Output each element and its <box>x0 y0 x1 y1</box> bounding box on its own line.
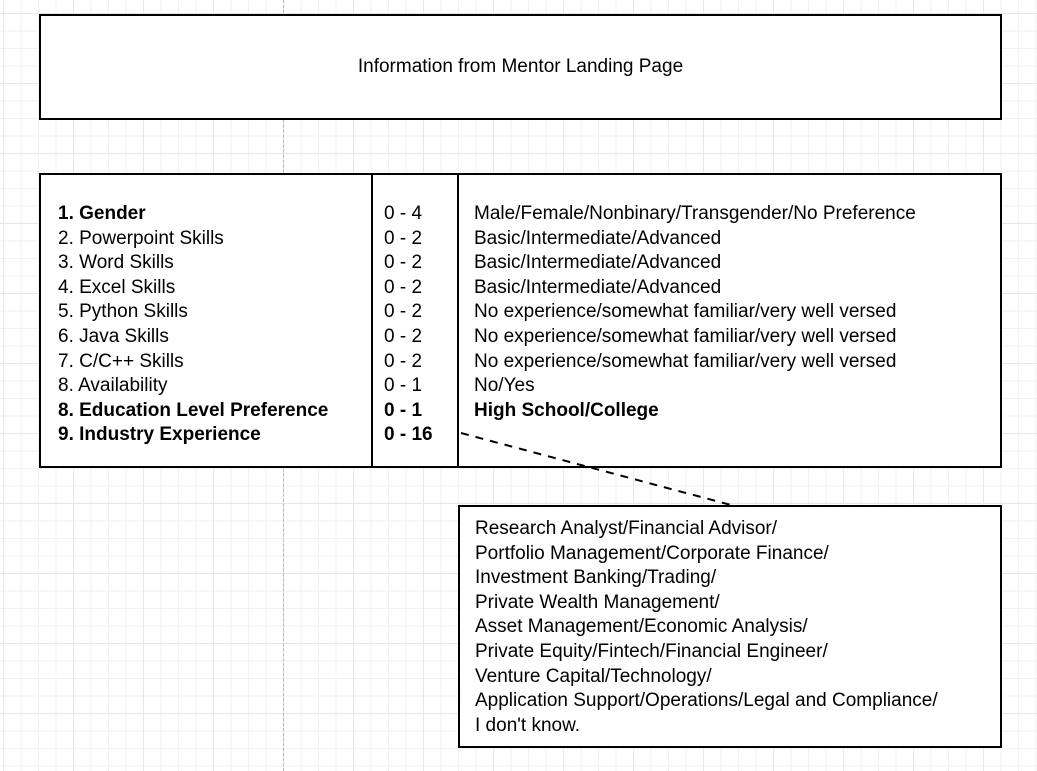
options-value: No experience/somewhat familiar/very wel… <box>474 325 897 347</box>
options-value <box>474 423 1000 448</box>
industry-option-line: Research Analyst/Financial Advisor/ <box>475 518 778 539</box>
range-value: 0 - 2 <box>384 350 423 372</box>
title-text: Information from Mentor Landing Page <box>357 56 684 77</box>
range-column: 0 - 4 0 - 2 0 - 2 0 - 2 0 - 2 0 - 2 0 - … <box>371 175 457 466</box>
industry-option-line: Investment Banking/Trading/ <box>475 567 717 589</box>
options-value: Male/Female/Nonbinary/Transgender/No Pre… <box>474 203 916 224</box>
attribute-label: 6. Java Skills <box>58 325 169 347</box>
attribute-label: 9. Industry Experience <box>58 424 261 446</box>
options-value: Basic/Intermediate/Advanced <box>474 252 722 274</box>
range-value: 0 - 2 <box>384 325 423 347</box>
industry-option-line: Asset Management/Economic Analysis/ <box>475 616 808 638</box>
options-value: No experience/somewhat familiar/very wel… <box>474 301 897 323</box>
range-value: 0 - 1 <box>384 375 423 397</box>
range-value: 0 - 1 <box>384 399 423 421</box>
attribute-label: 2. Powerpoint Skills <box>58 227 224 249</box>
attribute-label: 3. Word Skills <box>58 252 174 274</box>
options-value: Basic/Intermediate/Advanced <box>474 227 722 249</box>
attributes-table-shape[interactable]: 1. Gender 2. Powerpoint Skills 3. Word S… <box>39 173 1002 468</box>
range-value: 0 - 2 <box>384 276 423 298</box>
title-shape[interactable]: Information from Mentor Landing Page <box>39 14 1002 120</box>
range-value: 0 - 16 <box>384 424 433 446</box>
industry-option-line: I don't know. <box>475 714 581 736</box>
range-value: 0 - 2 <box>384 301 423 323</box>
options-value: No experience/somewhat familiar/very wel… <box>474 350 897 372</box>
attribute-label: 8. Availability <box>58 375 168 397</box>
attribute-label: 8. Education Level Preference <box>58 399 329 421</box>
industry-options-shape[interactable]: Research Analyst/Financial Advisor/ Port… <box>458 505 1002 748</box>
range-value: 0 - 2 <box>384 252 423 274</box>
attribute-label: 7. C/C++ Skills <box>58 350 184 372</box>
industry-option-line: Private Wealth Management/ <box>475 591 720 613</box>
industry-option-line: Application Support/Operations/Legal and… <box>475 690 938 712</box>
attribute-label: 1. Gender <box>58 203 146 224</box>
range-value: 0 - 2 <box>384 227 423 249</box>
industry-option-line: Portfolio Management/Corporate Finance/ <box>475 542 829 564</box>
industry-option-line: Private Equity/Fintech/Financial Enginee… <box>475 640 828 662</box>
options-value: Basic/Intermediate/Advanced <box>474 276 722 298</box>
industry-option-line: Venture Capital/Technology/ <box>475 665 712 687</box>
attribute-labels-column: 1. Gender 2. Powerpoint Skills 3. Word S… <box>41 175 371 466</box>
options-column: Male/Female/Nonbinary/Transgender/No Pre… <box>457 175 1000 466</box>
options-value: High School/College <box>474 399 659 421</box>
attribute-label: 4. Excel Skills <box>58 276 176 298</box>
options-value: No/Yes <box>474 375 535 397</box>
range-value: 0 - 4 <box>384 203 423 224</box>
attribute-label: 5. Python Skills <box>58 301 188 323</box>
